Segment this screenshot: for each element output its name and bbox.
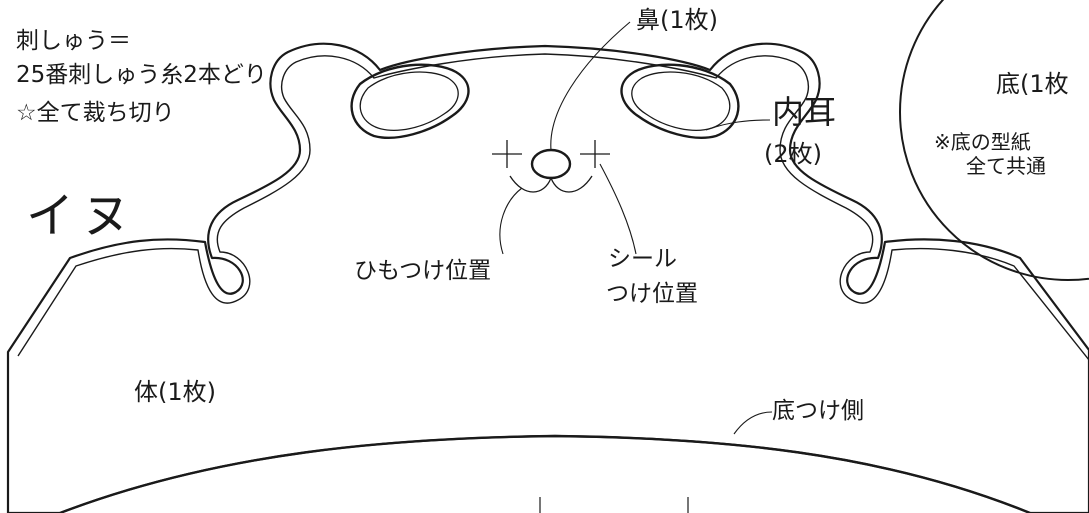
right-inner-ear — [620, 63, 740, 139]
bottom-piece-note-2: 全て共通 — [966, 154, 1046, 178]
body-piece-inner-line — [17, 53, 1089, 361]
left-cross-mark — [492, 140, 522, 168]
right-cross-mark — [580, 140, 610, 168]
seal-position-label-1: シール — [608, 246, 677, 272]
seal-position-label-2: つけ位置 — [606, 281, 698, 307]
string-position-leader-line — [499, 187, 523, 255]
inner-ear-leader-line — [705, 119, 771, 131]
bottom-attach-edge — [59, 434, 1031, 513]
bottom-side-leader-line — [733, 411, 773, 435]
instruction-line-2: 25番刺しゅう糸2本どり — [16, 62, 267, 88]
body-label: 体(1枚) — [134, 378, 216, 406]
instruction-line-1: 刺しゅう＝ — [16, 28, 131, 54]
inner-ear-count-label: (2枚) — [764, 140, 822, 168]
left-inner-ear — [350, 63, 470, 139]
bottom-piece-label: 底(1枚 — [996, 70, 1069, 98]
string-position-label: ひもつけ位置 — [354, 258, 492, 284]
nose-label: 鼻(1枚) — [636, 6, 718, 34]
bottom-piece-circle — [899, 0, 1089, 281]
bottom-side-label: 底つけ側 — [772, 398, 864, 424]
nose-leader-line — [550, 21, 631, 151]
instruction-line-3: ☆全て裁ち切り — [16, 100, 175, 126]
mouth-line — [509, 175, 593, 193]
seal-position-leader-line — [599, 163, 637, 255]
inner-ear-label: 内耳 — [772, 93, 837, 131]
nose-shape — [530, 148, 572, 180]
bottom-piece-note-1: ※底の型紙 — [934, 130, 1031, 154]
pattern-title: イヌ — [26, 188, 139, 244]
